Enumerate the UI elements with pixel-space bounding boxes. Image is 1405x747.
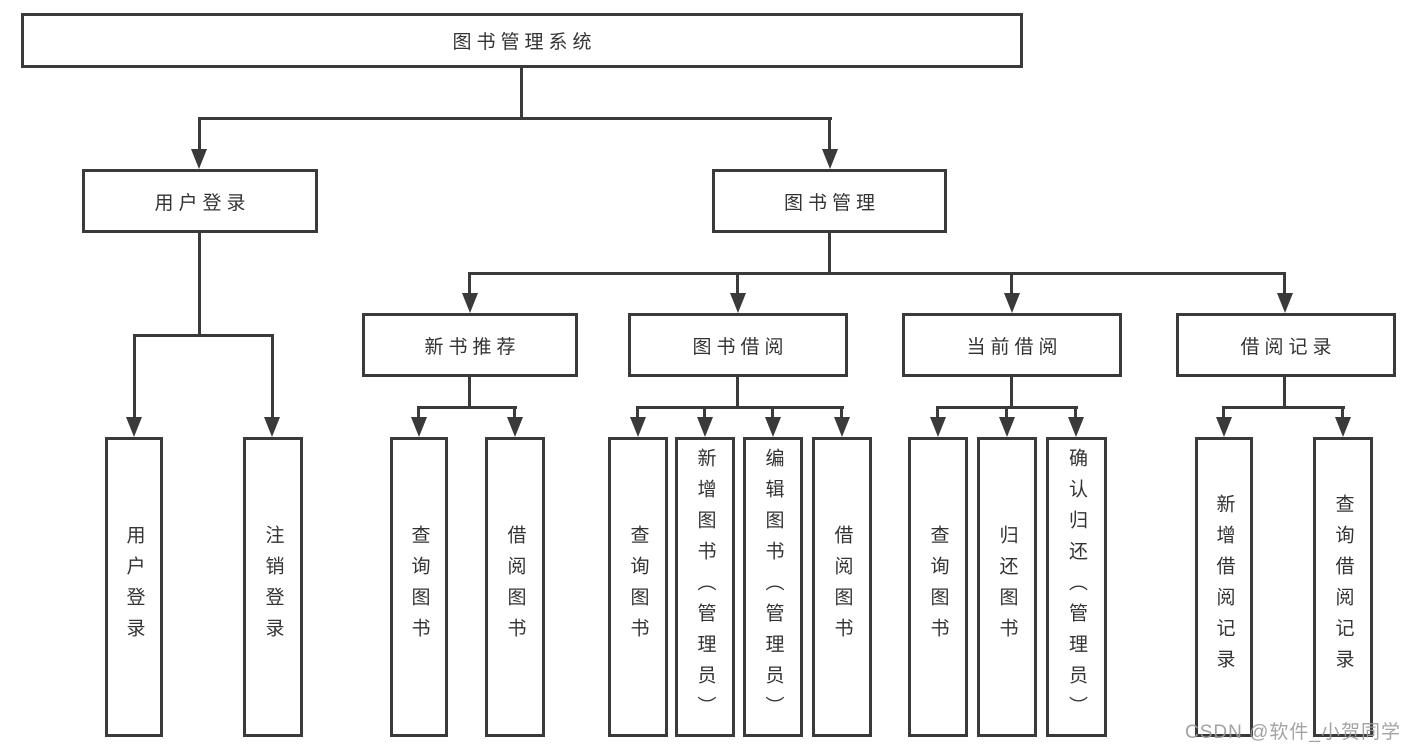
node-user-login: 用户登录 (82, 169, 318, 233)
watermark: CSDN @软件_小贺同学 (1185, 722, 1401, 743)
leaf-user-login: 用户登录 (105, 437, 163, 737)
connector-line (133, 334, 274, 337)
connector-line (1010, 272, 1013, 297)
leaf-borrow-books: 借阅图书 (812, 437, 872, 737)
arrow-down-icon (1068, 417, 1084, 437)
arrow-down-icon (411, 417, 427, 437)
connector-line (771, 406, 774, 420)
arrow-down-icon (930, 417, 946, 437)
connector-line (198, 117, 201, 152)
arrow-down-icon (126, 417, 142, 437)
connector-line (1222, 406, 1225, 420)
connector-line (198, 117, 832, 120)
leaf-add-borrow-record: 新增借阅记录 (1195, 437, 1253, 737)
connector-line (1074, 406, 1077, 420)
leaf-query-books-borrow: 查询图书 (608, 437, 668, 737)
connector-line (703, 406, 706, 420)
arrow-down-icon (462, 293, 478, 313)
leaf-query-books-recommend: 查询图书 (390, 437, 448, 737)
arrow-down-icon (1216, 417, 1232, 437)
arrow-down-icon (730, 293, 746, 313)
arrow-down-icon (191, 149, 207, 169)
connector-line (828, 233, 831, 274)
arrow-down-icon (1004, 293, 1020, 313)
leaf-borrow-books-recommend: 借阅图书 (485, 437, 545, 737)
connector-line (133, 334, 136, 420)
node-borrow-records: 借阅记录 (1176, 313, 1396, 377)
arrow-down-icon (765, 417, 781, 437)
connector-line (468, 272, 1286, 275)
connector-line (468, 377, 471, 408)
leaf-add-book-admin: 新增图书（管理员） (675, 437, 735, 737)
arrow-down-icon (697, 417, 713, 437)
connector-line (736, 272, 739, 297)
connector-line (1283, 377, 1286, 408)
node-new-book-recommend: 新书推荐 (362, 313, 578, 377)
connector-line (417, 406, 420, 420)
leaf-confirm-return-admin: 确认归还（管理员） (1046, 437, 1107, 737)
connector-line (198, 233, 201, 336)
arrow-down-icon (630, 417, 646, 437)
leaf-edit-book-admin: 编辑图书（管理员） (743, 437, 803, 737)
connector-line (736, 377, 739, 408)
leaf-query-books-current: 查询图书 (908, 437, 968, 737)
connector-line (271, 334, 274, 420)
arrow-down-icon (264, 417, 280, 437)
connector-line (1222, 406, 1345, 409)
arrow-down-icon (834, 417, 850, 437)
connector-line (636, 406, 639, 420)
arrow-down-icon (1277, 293, 1293, 313)
leaf-return-book: 归还图书 (977, 437, 1037, 737)
connector-line (417, 406, 517, 409)
node-book-management: 图书管理 (712, 169, 947, 233)
arrow-down-icon (507, 417, 523, 437)
connector-line (636, 406, 844, 409)
connector-line (828, 117, 831, 152)
arrow-down-icon (1335, 417, 1351, 437)
connector-line (1341, 406, 1344, 420)
connector-line (840, 406, 843, 420)
connector-line (1005, 406, 1008, 420)
connector-line (936, 406, 939, 420)
leaf-logout-login: 注销登录 (243, 437, 303, 737)
arrow-down-icon (999, 417, 1015, 437)
leaf-query-borrow-record: 查询借阅记录 (1313, 437, 1373, 737)
node-book-borrow: 图书借阅 (628, 313, 848, 377)
connector-line (1010, 377, 1013, 408)
arrow-down-icon (822, 149, 838, 169)
node-library-system: 图书管理系统 (21, 13, 1023, 68)
connector-line (513, 406, 516, 420)
connector-line (468, 272, 471, 297)
node-current-borrow: 当前借阅 (902, 313, 1122, 377)
connector-line (520, 68, 523, 118)
connector-line (1283, 272, 1286, 297)
